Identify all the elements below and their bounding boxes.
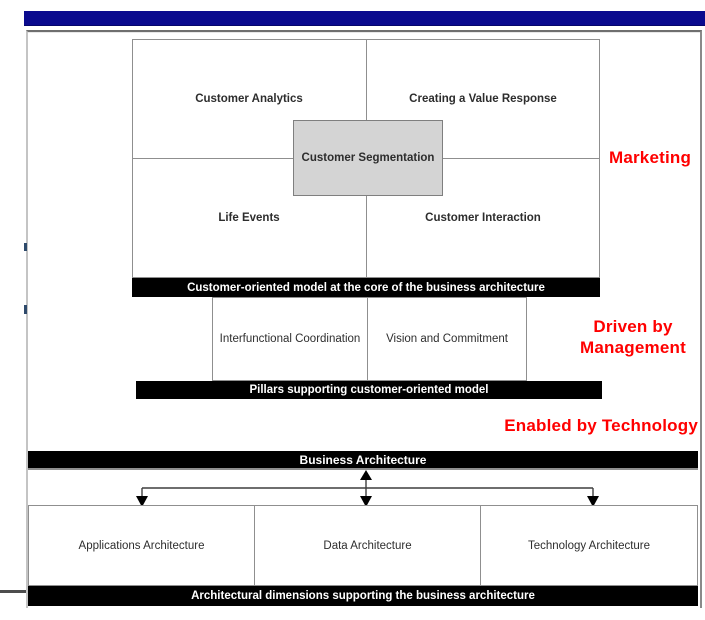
pillar-vision-and-commitment: Vision and Commitment [367,297,527,381]
quadrant-creating-value-response: Creating a Value Response [366,39,600,158]
quadrant-customer-analytics: Customer Analytics [132,39,366,158]
down-arrowhead-center [360,496,372,507]
dimensions-caption: Architectural dimensions supporting the … [191,590,535,602]
down-arrowhead-left [136,496,148,507]
dimensions-caption-bar: Architectural dimensions supporting the … [28,586,698,606]
up-arrowhead [360,470,372,480]
annotation-enabled-by-technology: Enabled by Technology [504,416,698,435]
quadrant-customer-interaction: Customer Interaction [366,158,600,277]
left-margin-tick [24,305,27,314]
annotation-driven-by-management: Driven by Management [580,317,686,358]
pillars-caption-bar: Pillars supporting customer-oriented mod… [136,381,602,399]
pillar-label: Vision and Commitment [386,333,508,345]
box-technology-architecture: Technology Architecture [480,505,698,586]
box-applications-architecture: Applications Architecture [28,505,255,586]
quadrant-label: Customer Interaction [425,211,541,224]
quadrant-label: Life Events [218,211,280,224]
customer-segmentation-label: Customer Segmentation [301,152,435,164]
connector-arrows [136,470,599,507]
title-bar [24,11,705,26]
quadrant-label: Creating a Value Response [409,92,557,105]
pillar-label: Interfunctional Coordination [219,333,361,345]
quadrant-life-events: Life Events [132,158,366,277]
annotation-marketing: Marketing [608,148,692,168]
down-arrowhead-right [587,496,599,507]
pillars-caption: Pillars supporting customer-oriented mod… [249,384,489,396]
core-model-caption-bar: Customer-oriented model at the core of t… [132,278,600,297]
box-data-architecture: Data Architecture [254,505,481,586]
left-margin-tick [24,243,27,251]
core-model-caption: Customer-oriented model at the core of t… [187,281,545,294]
dimension-label: Data Architecture [323,539,412,552]
pillar-interfunctional-coordination: Interfunctional Coordination [212,297,368,381]
business-architecture-bar: Business Architecture [28,451,698,470]
quadrant-label: Customer Analytics [195,92,303,105]
dimension-label: Applications Architecture [78,539,205,552]
bottom-left-rule [0,590,26,593]
customer-segmentation-box: Customer Segmentation [293,120,443,196]
business-architecture-label: Business Architecture [299,452,427,467]
dimension-label: Technology Architecture [527,539,651,552]
